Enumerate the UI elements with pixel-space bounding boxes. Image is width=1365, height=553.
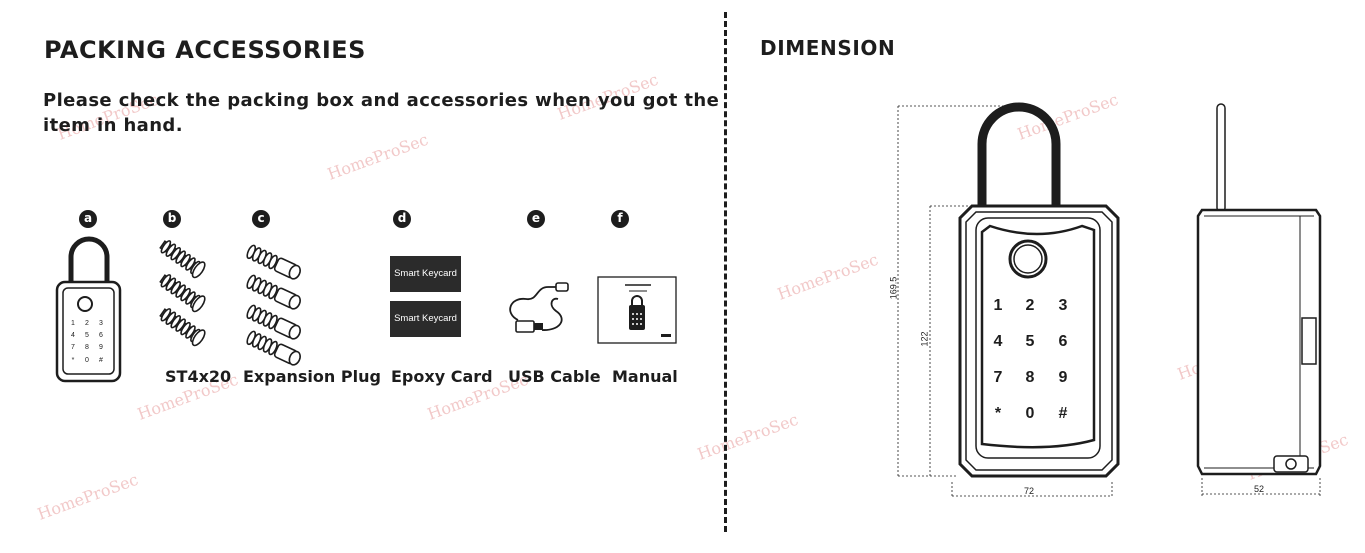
caption-screws: ST4x20 <box>165 367 232 386</box>
badge-b: b <box>163 210 181 228</box>
svg-text:4: 4 <box>71 332 75 339</box>
section-divider <box>724 12 727 532</box>
smart-keycard-2: Smart Keycard <box>390 301 461 337</box>
caption-usb-cable: USB Cable <box>508 367 601 386</box>
watermark-text: HomeProSec <box>35 470 141 524</box>
svg-text:*: * <box>72 357 75 364</box>
screw-icon <box>159 240 206 279</box>
keypad-key: 9 <box>1059 369 1068 386</box>
lock-box-illustration: 1 2 3 4 5 6 7 8 9 * 0 # <box>55 236 122 383</box>
badge-f: f <box>611 210 629 228</box>
plug-icon <box>246 330 301 366</box>
svg-text:0: 0 <box>85 357 89 364</box>
manual-illustration <box>597 276 677 344</box>
svg-text:9: 9 <box>99 344 103 351</box>
svg-text:1: 1 <box>71 320 75 327</box>
smart-keycard-1: Smart Keycard <box>390 256 461 292</box>
packing-accessories-heading: PACKING ACCESSORIES <box>44 36 366 64</box>
plug-icon <box>246 304 301 340</box>
dimension-depth: 52 <box>1254 484 1265 494</box>
badge-a: a <box>79 210 97 228</box>
keypad-key: 4 <box>994 333 1003 350</box>
plug-icon <box>246 274 301 310</box>
keypad-key: 8 <box>1026 369 1035 386</box>
keypad-key: * <box>995 405 1002 422</box>
usb-cable-illustration <box>509 282 569 333</box>
keypad-key: 1 <box>994 297 1003 314</box>
front-view-drawing: 1 2 3 4 5 6 7 8 9 * 0 # <box>897 102 1120 498</box>
keypad-key: 0 <box>1026 405 1035 422</box>
keypad-key: # <box>1059 405 1068 422</box>
dimension-width: 72 <box>1024 486 1035 496</box>
screws-illustration <box>159 240 206 347</box>
badge-e: e <box>527 210 545 228</box>
keypad-key: 5 <box>1026 333 1035 350</box>
svg-text:6: 6 <box>99 332 103 339</box>
keypad-key: 6 <box>1059 333 1068 350</box>
badge-d: d <box>393 210 411 228</box>
caption-epoxy-card: Epoxy Card <box>391 367 493 386</box>
dimension-body-height: 122 <box>919 331 930 347</box>
keypad-key: 7 <box>994 369 1003 386</box>
watermark-text: HomeProSec <box>695 410 801 464</box>
keypad-key: 3 <box>1059 297 1068 314</box>
dimension-total-height: 169.5 <box>888 276 899 300</box>
screw-icon <box>159 308 206 347</box>
dimension-heading: DIMENSION <box>760 36 896 60</box>
svg-text:5: 5 <box>85 332 89 339</box>
caption-manual: Manual <box>612 367 678 386</box>
instruction-text: Please check the packing box and accesso… <box>43 90 720 136</box>
badge-c: c <box>252 210 270 228</box>
expansion-plugs-illustration <box>246 244 301 366</box>
caption-expansion-plug: Expansion Plug <box>243 367 381 386</box>
svg-text:#: # <box>99 357 103 364</box>
plug-icon <box>246 244 301 280</box>
screw-icon <box>159 274 206 313</box>
watermark-text: HomeProSec <box>775 250 881 304</box>
keypad-key: 2 <box>1026 297 1035 314</box>
svg-text:7: 7 <box>71 344 75 351</box>
svg-text:2: 2 <box>85 320 89 327</box>
side-view-drawing <box>1196 103 1322 496</box>
svg-text:8: 8 <box>85 344 89 351</box>
svg-text:3: 3 <box>99 320 103 327</box>
